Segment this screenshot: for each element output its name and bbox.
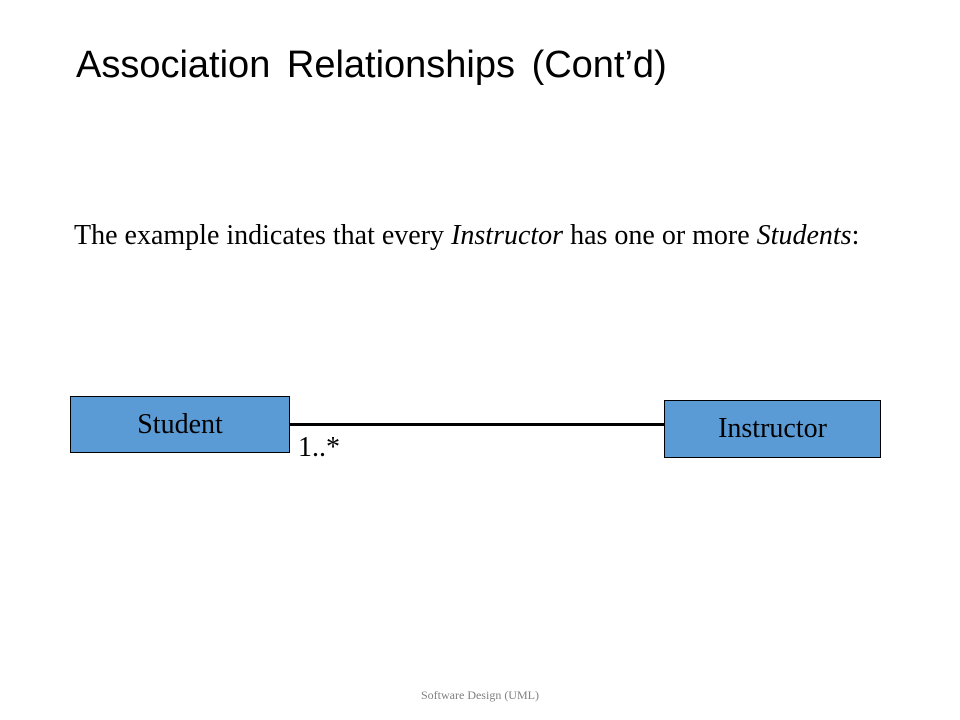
multiplicity-label: 1..* bbox=[298, 432, 340, 463]
body-text-part2: has one or more bbox=[563, 220, 757, 251]
body-text-part1: The example indicates that every bbox=[74, 220, 452, 251]
instructor-class-label: Instructor bbox=[718, 413, 827, 444]
instructor-term: Instructor bbox=[451, 220, 564, 251]
instructor-class-box: Instructor bbox=[664, 400, 881, 458]
slide-title: Association Relationships (Cont’d) bbox=[76, 44, 667, 86]
body-text-part3: : bbox=[851, 220, 860, 251]
body-text: The example indicates that every Instruc… bbox=[74, 216, 874, 256]
association-line bbox=[290, 423, 664, 426]
slide-footer: Software Design (UML) bbox=[421, 688, 539, 702]
student-class-box: Student bbox=[70, 396, 290, 453]
student-class-label: Student bbox=[137, 408, 223, 440]
students-term: Students bbox=[756, 220, 852, 251]
